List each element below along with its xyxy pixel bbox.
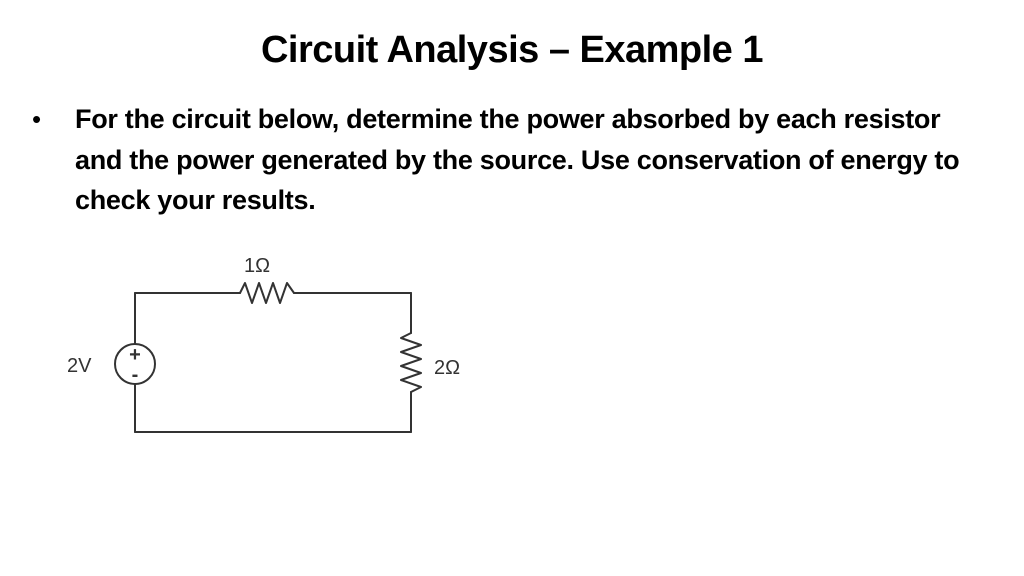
slide-title: Circuit Analysis – Example 1 [260, 29, 764, 71]
source-minus-sign: - [132, 364, 139, 386]
resistor-1-symbol [239, 282, 295, 304]
resistor-1-label: 1Ω [244, 255, 270, 277]
bullet-text: For the circuit below, determine the pow… [75, 104, 960, 215]
bullet-dot-icon: • [32, 104, 42, 134]
resistor-2-label: 2Ω [434, 357, 460, 379]
source-label: 2V [67, 355, 92, 377]
resistor-2-symbol [400, 332, 422, 393]
source-plus-sign: + [129, 344, 141, 366]
